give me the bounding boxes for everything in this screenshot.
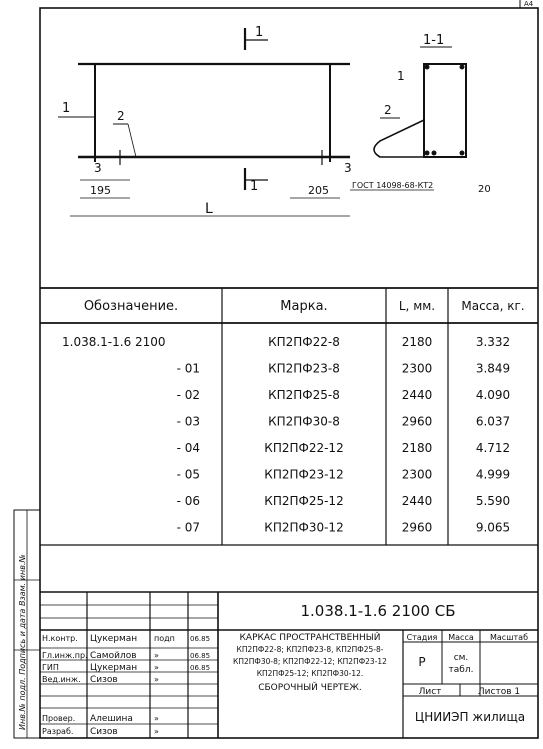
cell-designation: - 02: [177, 388, 200, 402]
description-line: КАРКАС ПРОСТРАНСТВЕННЫЙ: [240, 631, 381, 643]
section-leader-1: 1: [397, 69, 405, 83]
description-line: КП2ПФ25-12; КП2ПФ30-12.: [257, 669, 364, 678]
sig-role: Н.контр.: [42, 634, 78, 643]
organization: ЦНИИЭП жилища: [415, 710, 525, 724]
sig-name: Сизов: [90, 727, 118, 737]
cell-designation: - 04: [177, 441, 200, 455]
section-view: 1-1 1 2 ГОСТ 14098-68-КТ2 20: [350, 33, 491, 195]
cell-mark: КП2ПФ22-8: [268, 335, 340, 349]
sig-date: 06.85: [190, 664, 210, 672]
spec-table: Обозначение. Марка. L, мм. Масса, кг. 1.…: [40, 287, 538, 546]
cell-designation: - 07: [177, 521, 200, 535]
side-strip-text: Инв.№ подл. Подпись и дата Взам. инв.№: [18, 554, 27, 730]
cell-designation: 1.038.1-1.6 2100: [62, 335, 166, 349]
cell-designation: - 06: [177, 494, 200, 508]
leader-1: 1: [62, 101, 70, 116]
th-designation: Обозначение.: [84, 299, 178, 314]
inner-frame: [39, 7, 539, 739]
cell-mass: 4.090: [476, 388, 510, 402]
cell-mass: 4.999: [476, 468, 510, 482]
elevation-view: 1 1 1 2 3 3 195 205 L: [58, 25, 352, 217]
cell-mark: КП2ПФ25-12: [264, 494, 343, 508]
sig-name: Цукерман: [90, 634, 137, 644]
cell-designation: - 03: [177, 415, 200, 429]
sig-role: ГИП: [42, 663, 59, 672]
cell-mass: 4.712: [476, 441, 510, 455]
cell-length: 2960: [402, 415, 433, 429]
leader-3-right: 3: [344, 161, 352, 175]
description-line: СБОРОЧНЫЙ ЧЕРТЕЖ.: [258, 681, 362, 693]
cell-mass: 3.849: [476, 362, 510, 376]
sig-role: Гл.инж.пр.: [42, 651, 88, 660]
th-mass: Масса, кг.: [461, 299, 524, 313]
description-line: КП2ПФ30-8; КП2ПФ22-12; КП2ПФ23-12: [233, 657, 387, 666]
description: КАРКАС ПРОСТРАНСТВЕННЫЙ КП2ПФ22-8; КП2ПФ2…: [233, 631, 387, 693]
cell-length: 2300: [402, 468, 433, 482]
sig-date: 06.85: [190, 652, 210, 660]
cell-length: 2960: [402, 521, 433, 535]
cell-mark: КП2ПФ23-8: [268, 362, 340, 376]
sig-role: Вед.инж.: [42, 675, 81, 684]
dim-hook: 20: [478, 184, 491, 195]
section-mark-top: 1: [255, 25, 263, 40]
doc-code: 1.038.1-1.6 2100 СБ: [301, 602, 456, 620]
cell-length: 2300: [402, 362, 433, 376]
sig-mark: »: [154, 675, 159, 684]
sig-mark: »: [154, 727, 159, 736]
cell-length: 2440: [402, 388, 433, 402]
cell-mass: 9.065: [476, 521, 510, 535]
sig-mark: »: [154, 663, 159, 672]
cell-mass: 3.332: [476, 335, 510, 349]
sig-name: Цукерман: [90, 663, 137, 673]
cell-mark: КП2ПФ23-12: [264, 468, 343, 482]
th-mark: Марка.: [280, 299, 327, 314]
sig-name: Сизов: [90, 675, 118, 685]
mass-label: Масса: [448, 633, 474, 642]
section-mark-bottom: 1: [250, 179, 258, 194]
scale-label: Масштаб: [490, 633, 528, 642]
dim-total: L: [205, 201, 213, 217]
sig-role: Разраб.: [42, 727, 73, 736]
sig-name: Самойлов: [90, 651, 137, 661]
dim-205: 205: [308, 184, 329, 197]
cell-mark: КП2ПФ30-12: [264, 521, 343, 535]
sheet-label: Лист: [419, 687, 442, 697]
cell-length: 2180: [402, 335, 433, 349]
sig-mark: »: [154, 714, 159, 723]
corner-mark: A4: [524, 0, 534, 8]
sig-date: 06.85: [190, 635, 210, 643]
description-line: КП2ПФ22-8; КП2ПФ23-8, КП2ПФ25-8-: [237, 645, 384, 654]
stage-value: Р: [418, 655, 425, 669]
cell-mass: 6.037: [476, 415, 510, 429]
sig-role: Провер.: [42, 714, 75, 723]
cell-mark: КП2ПФ25-8: [268, 388, 340, 402]
leader-2: 2: [117, 109, 125, 123]
leader-3-left: 3: [94, 161, 102, 175]
dim-195: 195: [90, 184, 111, 197]
cell-designation: - 05: [177, 468, 200, 482]
sheets-label: Листов 1: [478, 687, 520, 697]
sig-mark: »: [154, 651, 159, 660]
spec-rows: 1.038.1-1.6 2100 КП2ПФ22-8 2180 3.332 - 01 КП…: [62, 335, 510, 535]
th-length: L, мм.: [399, 299, 435, 313]
sig-mark: подп: [154, 634, 175, 643]
cell-mass: 5.590: [476, 494, 510, 508]
cell-designation: - 01: [177, 362, 200, 376]
sig-name: Алешина: [90, 714, 133, 724]
cell-length: 2180: [402, 441, 433, 455]
section-leader-2: 2: [384, 103, 392, 117]
stage-label: Стадия: [407, 633, 438, 642]
mass-value-2: табл.: [449, 665, 474, 675]
section-title: 1-1: [423, 33, 444, 48]
gost-note: ГОСТ 14098-68-КТ2: [352, 181, 433, 190]
mass-value-1: см.: [454, 653, 469, 663]
cell-length: 2440: [402, 494, 433, 508]
cell-mark: КП2ПФ22-12: [264, 441, 343, 455]
cell-mark: КП2ПФ30-8: [268, 415, 340, 429]
